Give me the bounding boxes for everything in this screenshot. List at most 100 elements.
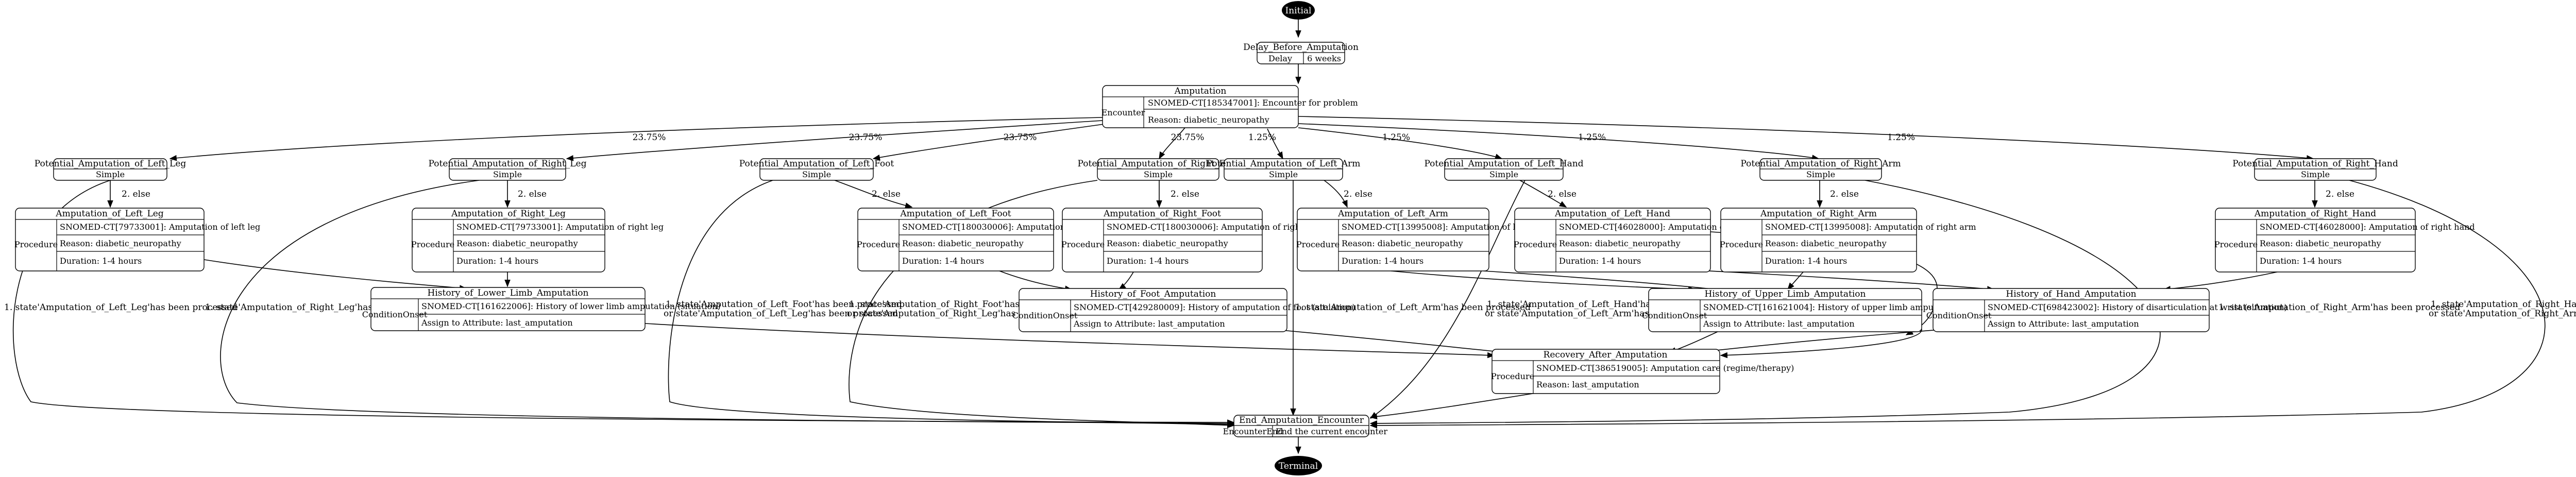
edge-history-lower-to-recovery: [645, 323, 1495, 359]
edge-amputation-to-potential-left-arm: [1267, 128, 1283, 160]
edge-label-else-right-foot: 2. else: [1171, 189, 1199, 199]
edge-label-cond-right-hand-2: or state'Amputation_of_Right_Arm'has bee…: [2429, 309, 2576, 319]
edge-label-left-hand-prob: 1.25%: [1382, 132, 1410, 143]
edge-label-else-right-leg: 2. else: [518, 189, 547, 199]
amputation-right-leg-node[interactable]: Amputation_of_Right_Leg Procedure SNOMED…: [411, 208, 664, 272]
history-hand-assign: Assign to Attribute: last_amputation: [1987, 319, 2139, 329]
amputation-left-foot-title: Amputation_of_Left_Foot: [900, 209, 1011, 219]
amputation-left-foot-duration: Duration: 1-4 hours: [902, 256, 984, 266]
edge-label-else-left-arm: 2. else: [1344, 189, 1372, 199]
delay-node[interactable]: Delay_Before_Amputation Delay 6 weeks: [1243, 42, 1359, 64]
amputation-right-arm-reason: Reason: diabetic_neuropathy: [1765, 238, 1887, 248]
potential-right-foot-title: Potential_Amputation_of_Right_Foot: [1078, 159, 1239, 169]
delay-key: Delay: [1268, 54, 1292, 63]
amputation-right-arm-duration: Duration: 1-4 hours: [1765, 256, 1847, 266]
amputation-right-leg-kind: Procedure: [411, 240, 454, 249]
amputation-left-hand-code: SNOMED-CT[46028000]: Amputation of left …: [1559, 222, 1768, 232]
potential-left-foot-sub: Simple: [802, 169, 831, 179]
history-foot-node[interactable]: History_of_Foot_Amputation ConditionOnse…: [1012, 288, 1355, 332]
history-lower-limb-kind: ConditionOnset: [362, 310, 428, 319]
potential-right-hand-node[interactable]: Potential_Amputation_of_Right_Hand Simpl…: [2232, 158, 2398, 181]
amputation-right-foot-reason: Reason: diabetic_neuropathy: [1107, 238, 1228, 248]
edge-left-foot-to-history-foot: [999, 270, 1073, 292]
edge-label-else-right-hand: 2. else: [2326, 189, 2354, 199]
history-upper-limb-kind: ConditionOnset: [1642, 311, 1707, 320]
edge-label-left-leg-prob: 23.75%: [633, 132, 666, 143]
amputation-left-hand-node[interactable]: Amputation_of_Left_Hand Procedure SNOMED…: [1514, 208, 1768, 272]
recovery-kind: Procedure: [1491, 371, 1534, 381]
potential-left-leg-node[interactable]: Potential_Amputation_of_Left_Leg Simple: [35, 158, 187, 181]
amputation-right-arm-code: SNOMED-CT[13995008]: Amputation of right…: [1765, 222, 1976, 232]
potential-right-arm-sub: Simple: [1806, 169, 1835, 179]
amputation-left-leg-kind: Procedure: [14, 240, 58, 249]
end-encounter-desc: End the current encounter: [1276, 427, 1387, 436]
edge-label-cond-left-foot-2: or state'Amputation_of_Left_Leg'has been…: [664, 309, 898, 319]
history-hand-title: History_of_Hand_Amputation: [2006, 289, 2136, 299]
edge-label-else-right-arm: 2. else: [1830, 189, 1859, 199]
amputation-left-hand-title: Amputation_of_Left_Hand: [1554, 209, 1670, 219]
potential-left-hand-node[interactable]: Potential_Amputation_of_Left_Hand Simple: [1424, 158, 1584, 181]
edge-label-right-foot-prob: 23.75%: [1171, 132, 1205, 143]
end-encounter-node[interactable]: End_Amputation_Encounter EncounterEnd En…: [1223, 415, 1388, 437]
history-lower-limb-title: History_of_Lower_Limb_Amputation: [428, 288, 589, 298]
amputation-left-leg-reason: Reason: diabetic_neuropathy: [60, 238, 181, 248]
edge-right-foot-to-history-foot: [1118, 271, 1134, 290]
amputation-left-hand-reason: Reason: diabetic_neuropathy: [1559, 238, 1681, 248]
amputation-right-foot-title: Amputation_of_Right_Foot: [1103, 209, 1221, 219]
terminal-node[interactable]: Terminal: [1275, 456, 1322, 475]
edge-potential-right-leg-to-end: [220, 180, 1235, 427]
history-hand-kind: ConditionOnset: [1926, 311, 1992, 320]
history-upper-limb-node[interactable]: History_of_Upper_Limb_Amputation Conditi…: [1642, 288, 2004, 332]
edge-label-cond-left-foot-1: 1. state'Amputation_of_Left_Foot'has bee…: [666, 299, 902, 310]
amputation-right-hand-code: SNOMED-CT[46028000]: Amputation of right…: [2260, 222, 2475, 232]
edge-left-arm-to-history-upper: [1391, 270, 1696, 293]
potential-right-leg-node[interactable]: Potential_Amputation_of_Right_Leg Simple: [429, 158, 587, 181]
history-lower-limb-assign: Assign to Attribute: last_amputation: [421, 318, 573, 328]
edge-amputation-to-potential-right-foot: [1159, 127, 1185, 160]
amputation-right-leg-duration: Duration: 1-4 hours: [456, 256, 538, 266]
history-hand-node[interactable]: History_of_Hand_Amputation ConditionOnse…: [1926, 288, 2287, 332]
potential-right-hand-sub: Simple: [2301, 169, 2330, 179]
edge-amputation-to-potential-right-arm: [1298, 123, 1820, 161]
amputation-left-foot-node[interactable]: Amputation_of_Left_Foot Procedure SNOMED…: [857, 208, 1112, 271]
amputation-left-arm-node[interactable]: Amputation_of_Left_Arm Procedure SNOMED-…: [1296, 208, 1546, 271]
amputation-left-foot-reason: Reason: diabetic_neuropathy: [902, 238, 1024, 248]
edge-potential-right-arm-to-end: [1369, 180, 2161, 427]
amputation-left-hand-kind: Procedure: [1514, 240, 1557, 249]
amputation-left-arm-reason: Reason: diabetic_neuropathy: [1342, 238, 1463, 248]
delay-value: 6 weeks: [1307, 54, 1341, 63]
edge-potential-left-foot-to-end: [668, 180, 1235, 428]
edge-left-leg-to-history-lower: [204, 259, 467, 291]
edge-potential-right-hand-to-end: [1369, 180, 2546, 429]
potential-right-arm-node[interactable]: Potential_Amputation_of_Right_Arm Simple: [1740, 158, 1901, 181]
amputation-right-foot-node[interactable]: Amputation_of_Right_Foot Procedure SNOME…: [1061, 208, 1323, 272]
history-lower-limb-code: SNOMED-CT[161622006]: History of lower l…: [421, 301, 721, 311]
amputation-left-leg-title: Amputation_of_Left_Leg: [55, 209, 163, 219]
potential-right-foot-node[interactable]: Potential_Amputation_of_Right_Foot Simpl…: [1078, 158, 1239, 181]
end-encounter-kind: EncounterEnd: [1223, 427, 1283, 436]
edge-amputation-to-potential-right-hand: [1298, 116, 2314, 161]
history-foot-code: SNOMED-CT[429280009]: History of amputat…: [1074, 302, 1355, 312]
recovery-node[interactable]: Recovery_After_Amputation Procedure SNOM…: [1491, 349, 1794, 394]
amputation-left-leg-node[interactable]: Amputation_of_Left_Leg Procedure SNOMED-…: [14, 208, 260, 271]
edge-label-right-hand-prob: 1.25%: [1887, 132, 1915, 143]
initial-node[interactable]: Initial: [1282, 1, 1315, 20]
amputation-right-arm-title: Amputation_of_Right_Arm: [1760, 209, 1877, 219]
history-upper-limb-assign: Assign to Attribute: last_amputation: [1703, 319, 1855, 329]
edge-right-hand-to-history-hand: [2163, 271, 2278, 292]
amputation-right-hand-node[interactable]: Amputation_of_Right_Hand Procedure SNOME…: [2214, 208, 2475, 272]
history-lower-limb-node[interactable]: History_of_Lower_Limb_Amputation Conditi…: [362, 287, 721, 331]
potential-left-arm-node[interactable]: Potential_Amputation_of_Left_Arm Simple: [1207, 158, 1361, 181]
edge-label-else-left-hand: 2. else: [1548, 189, 1577, 199]
potential-left-hand-title: Potential_Amputation_of_Left_Hand: [1424, 159, 1583, 169]
amputation-right-leg-code: SNOMED-CT[79733001]: Amputation of right…: [456, 222, 664, 232]
edge-recovery-to-end: [1369, 391, 1546, 420]
history-foot-assign: Assign to Attribute: last_amputation: [1073, 319, 1225, 329]
potential-left-foot-node[interactable]: Potential_Amputation_of_Left_Foot Simple: [739, 158, 894, 181]
potential-right-hand-title: Potential_Amputation_of_Right_Hand: [2232, 159, 2398, 169]
potential-right-foot-sub: Simple: [1144, 169, 1173, 179]
amputation-node[interactable]: Amputation Encounter SNOMED-CT[185347001…: [1101, 85, 1358, 128]
amputation-kind: Encounter: [1101, 108, 1145, 117]
amputation-right-foot-code: SNOMED-CT[180030006]: Amputation of righ…: [1107, 222, 1323, 232]
amputation-right-arm-node[interactable]: Amputation_of_Right_Arm Procedure SNOMED…: [1720, 208, 1976, 272]
